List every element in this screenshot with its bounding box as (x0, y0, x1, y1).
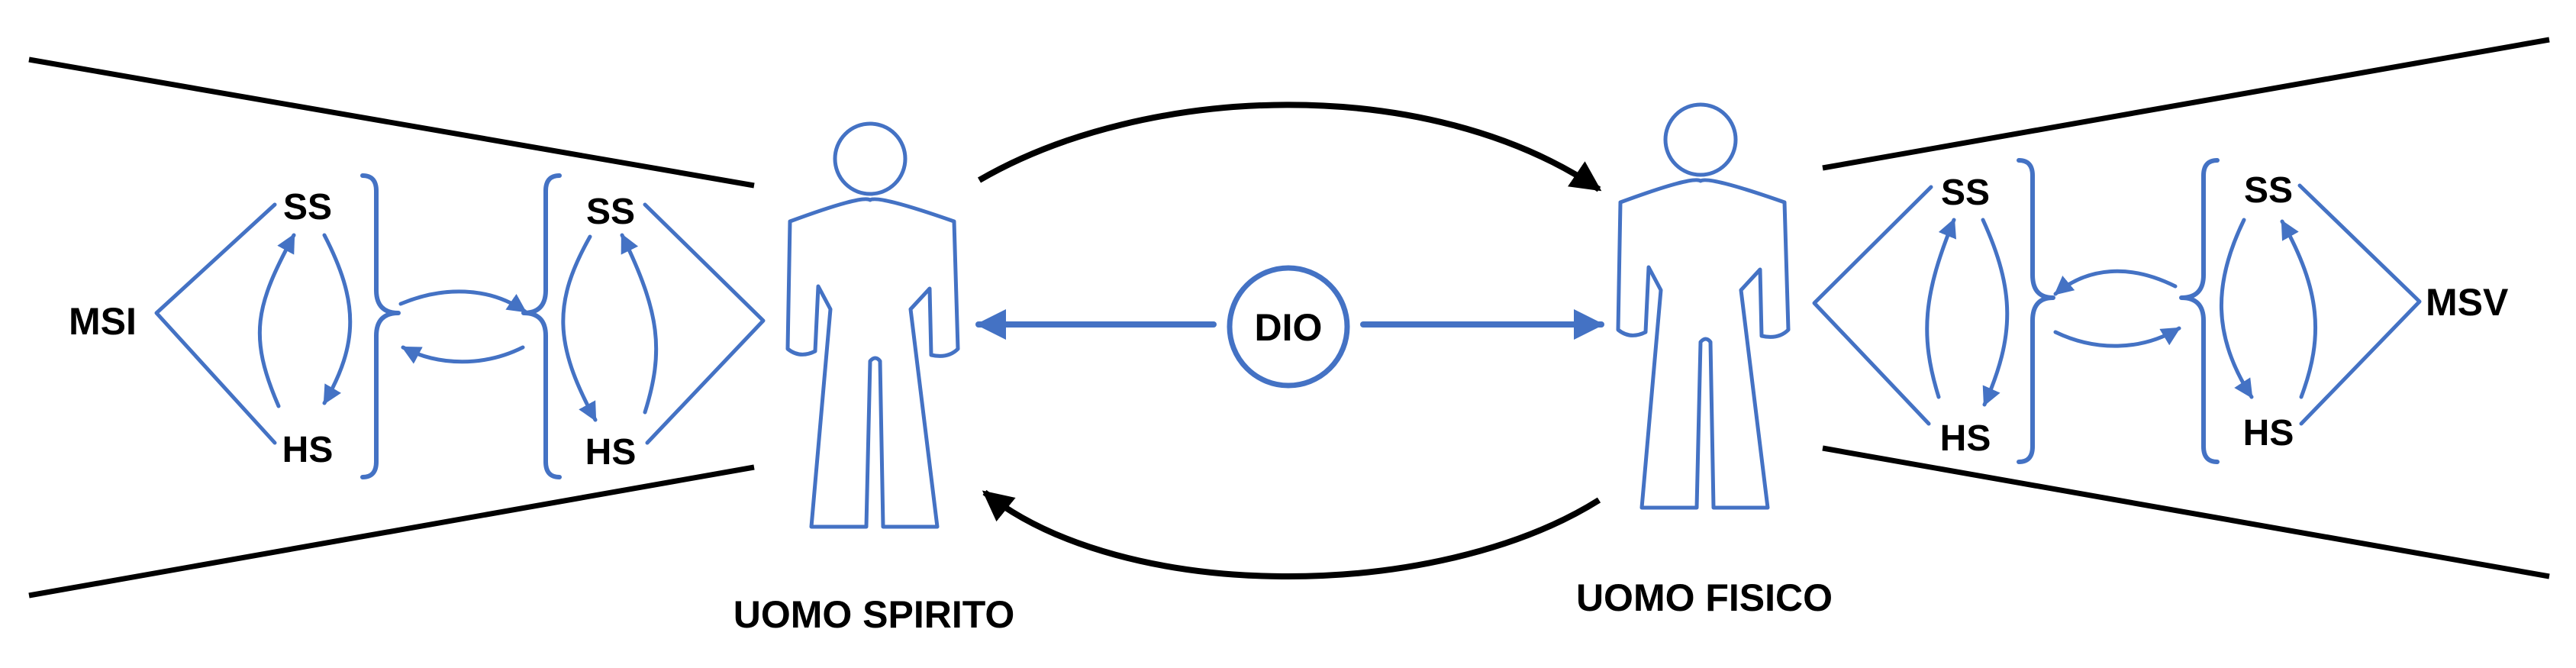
right-cycle-a-up-arrow (1925, 218, 1956, 399)
physical-man-label: UOMO FISICO (1576, 576, 1833, 619)
bottom-curved-arrow (982, 489, 1601, 579)
spirit-man-figure (785, 121, 960, 529)
dio-node: DIO (1227, 265, 1350, 389)
msv-label: MSV (2426, 281, 2509, 324)
right-cycle-a-hs: HS (1940, 418, 1991, 459)
right-cycle-b-down-arrow (2219, 218, 2254, 399)
left-cycle-b-hs: HS (585, 432, 637, 473)
msi-label: MSI (69, 300, 137, 343)
right-group: SS HS SS HS MSV (1812, 158, 2509, 464)
left-cycle-a-ss: SS (283, 187, 332, 228)
right-brace-a (2017, 158, 2055, 464)
dio-circle (1227, 265, 1350, 389)
physical-man-figure (1616, 102, 1791, 510)
right-cycle-a-down-arrow (1981, 218, 2010, 407)
left-group: MSI SS HS SS HS (69, 173, 766, 479)
left-inner-chevron (643, 202, 766, 445)
right-funnel-top-line (1822, 37, 2550, 171)
left-exchange-right-arrow (398, 289, 527, 314)
physical-man-head (1663, 102, 1738, 177)
left-cycle-b-up-arrow (620, 233, 659, 415)
left-cycle-a-down-arrow (322, 233, 353, 405)
right-funnel-bottom-line (1822, 445, 2550, 579)
right-cycle-b-ss: SS (2244, 170, 2293, 211)
right-cycle-b-up-arrow (2280, 219, 2317, 399)
right-brace-b (2179, 158, 2220, 464)
right-exchange-left-arrow (2053, 269, 2178, 296)
left-cycle-a-up-arrow (257, 233, 296, 408)
left-funnel-bottom-line (28, 464, 755, 599)
right-exchange-right-arrow (2053, 326, 2181, 348)
left-exchange-left-arrow (401, 345, 525, 364)
left-funnel-top-line (28, 56, 755, 189)
left-cycle-a-hs: HS (282, 430, 334, 470)
left-brace-b (521, 173, 562, 479)
msi-chevron (154, 202, 277, 445)
left-cycle-b-ss: SS (586, 192, 635, 232)
spirit-man-head (833, 121, 908, 196)
left-brace-a (360, 173, 401, 479)
top-curved-arrow (977, 102, 1602, 192)
right-cycle-b-hs: HS (2243, 413, 2294, 453)
spirit-man-body (785, 197, 960, 529)
dio-label: DIO (1255, 306, 1323, 349)
physical-man-body (1616, 178, 1791, 510)
spirit-man-label: UOMO SPIRITO (733, 593, 1015, 636)
left-cycle-b-down-arrow (561, 234, 598, 422)
right-cycle-a-ss: SS (1941, 173, 1990, 213)
msv-chevron (2297, 183, 2422, 426)
right-inner-chevron (1812, 185, 1933, 426)
